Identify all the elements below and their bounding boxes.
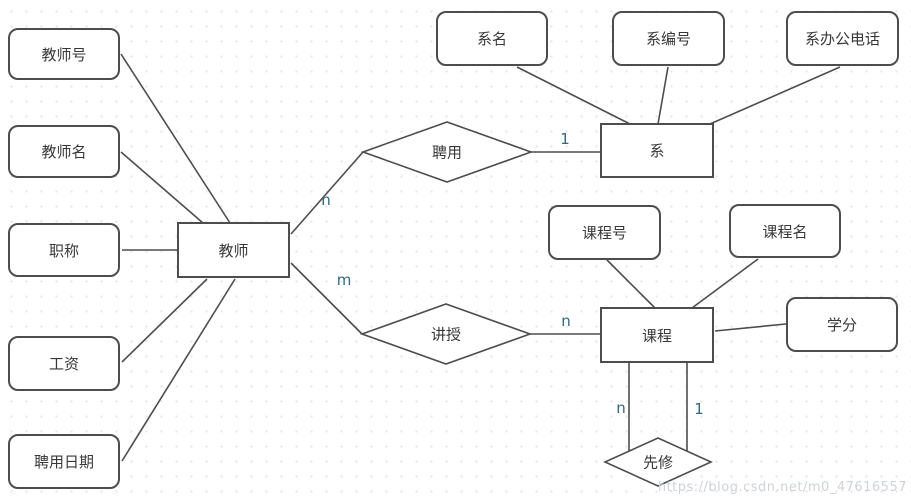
edge-course-credit [714,323,787,332]
attribute-dept-no: 系编号 [612,11,725,66]
attribute-teacher-name: 教师名 [8,125,120,178]
attribute-job-title: 职称 [8,223,120,277]
relationship-teach-diamond [359,303,533,365]
cardinality-employ-teacher-side: n [321,191,331,209]
edge-salary-teacher [121,278,208,363]
attribute-dept-name: 系名 [436,11,548,66]
attribute-course-name: 课程名 [729,204,841,258]
edge-courseno-course [606,259,656,309]
edge-deptno-department [657,66,669,125]
entity-course: 课程 [600,307,714,363]
attribute-course-no: 课程号 [548,205,661,260]
edge-teachername-teacher [120,151,204,224]
cardinality-prereq-right: 1 [694,400,704,418]
cardinality-employ-department-side: 1 [560,130,570,148]
relationship-prerequisite-label: 先修 [642,453,674,472]
attribute-credit: 学分 [786,297,898,352]
edge-teacher-teach [290,262,363,335]
edge-deptphone-department [709,66,841,125]
edge-teacher-employ [290,151,364,235]
edge-coursename-course [691,258,759,309]
cardinality-teach-course-side: n [561,312,571,330]
attribute-teacher-id: 教师号 [8,28,120,80]
edge-deptname-department [516,66,631,125]
edge-teacherid-teacher [120,53,231,224]
watermark-url: https://blog.csdn.net/m0_47616557 [657,480,907,495]
entity-department: 系 [600,123,714,178]
relationship-teach-label: 讲授 [430,325,462,344]
cardinality-prereq-left: n [616,399,626,417]
attribute-salary: 工资 [8,336,120,391]
attribute-dept-phone: 系办公电话 [786,11,899,66]
relationship-employ-diamond [360,121,534,183]
cardinality-teach-teacher-side: m [336,271,352,289]
relationship-employ-label: 聘用 [431,143,463,162]
edge-hiredate-teacher [121,278,236,462]
relationship-prerequisite-diamond [603,437,713,487]
attribute-hire-date: 聘用日期 [8,434,120,489]
entity-teacher: 教师 [177,222,290,278]
